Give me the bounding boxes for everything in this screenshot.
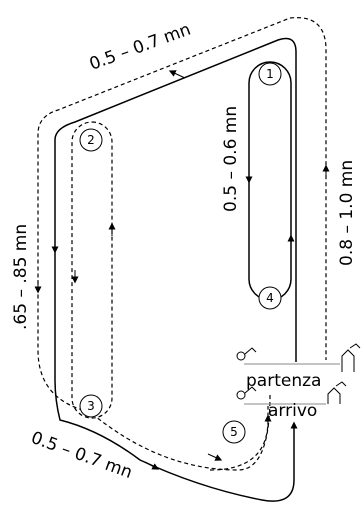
start-line: partenza xyxy=(236,343,361,391)
loop-1-4 xyxy=(248,61,292,301)
distance-inner: 0.5 – 0.6 mn xyxy=(221,106,241,212)
outer-dashed-course xyxy=(37,17,327,471)
loop-2-3 xyxy=(71,121,113,419)
mark-2-label: 2 xyxy=(87,133,95,147)
finish-buoy-flag-icon xyxy=(244,386,257,394)
arrow-bottom-solid xyxy=(144,461,160,470)
finish-line: arrivo xyxy=(236,381,347,421)
start-committee-flag-icon xyxy=(349,343,361,349)
start-buoy-flag-icon xyxy=(244,347,257,355)
mark-5-label: 5 xyxy=(230,425,238,439)
arrow-top xyxy=(168,70,186,79)
mark-4-label: 4 xyxy=(266,291,274,305)
finish-committee-boat-icon xyxy=(327,387,341,404)
mark-1: 1 xyxy=(258,62,282,86)
start-buoy-icon xyxy=(236,351,246,361)
mark-3-label: 3 xyxy=(87,399,95,413)
start-label: partenza xyxy=(246,371,321,391)
distance-left: .65 – .85 mn xyxy=(11,224,31,330)
arrow-bottom-dashed xyxy=(207,453,223,461)
finish-buoy-icon xyxy=(236,390,246,400)
mark-3: 3 xyxy=(79,394,103,418)
distance-top: 0.5 – 0.7 mn xyxy=(87,20,194,75)
finish-label: arrivo xyxy=(268,401,317,421)
start-committee-boat-icon xyxy=(341,349,355,372)
distance-right: 0.8 – 1.0 mn xyxy=(337,160,357,266)
mark-4: 4 xyxy=(258,286,282,310)
mark-2: 2 xyxy=(79,128,103,152)
mark-1-label: 1 xyxy=(266,67,274,81)
mark-5: 5 xyxy=(222,420,246,444)
finish-committee-flag-icon xyxy=(335,381,347,387)
main-solid-course xyxy=(54,37,297,502)
distance-bottom: 0.5 – 0.7 mn xyxy=(28,428,135,483)
